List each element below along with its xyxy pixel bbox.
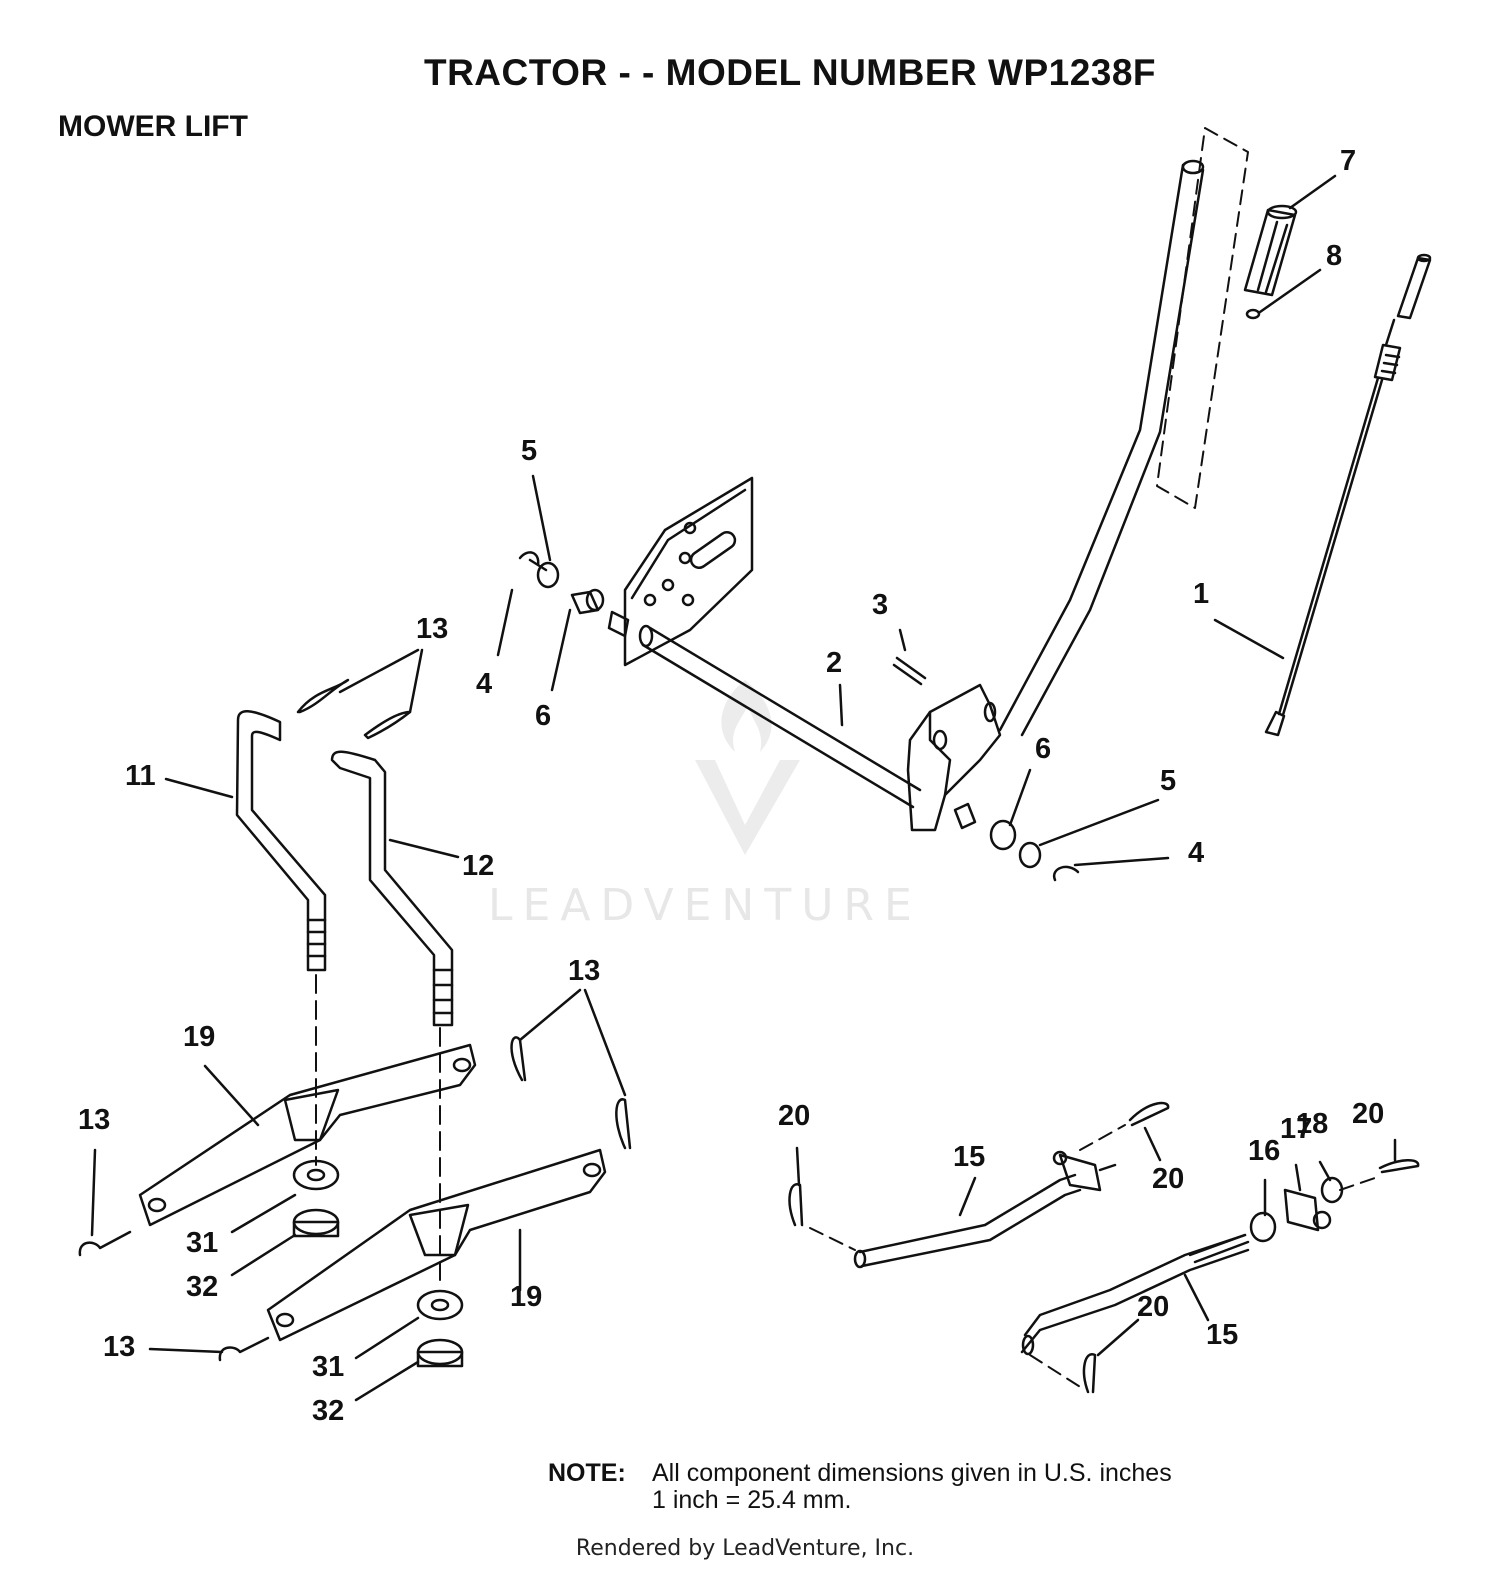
callout-5a: 5 xyxy=(521,435,537,467)
callout-32b: 32 xyxy=(312,1395,344,1427)
note-line-1: All component dimensions given in U.S. i… xyxy=(652,1459,1172,1487)
callout-12: 12 xyxy=(462,850,494,882)
callout-8: 8 xyxy=(1326,240,1342,272)
watermark: LEADVENTURE xyxy=(488,680,922,931)
watermark-text: LEADVENTURE xyxy=(488,880,922,931)
lift-bracket-upper xyxy=(138,1043,477,1227)
nuts-lower xyxy=(416,1289,464,1368)
callout-4b: 4 xyxy=(1188,837,1204,869)
adjust-rod-upper xyxy=(853,1150,1117,1269)
lift-bracket-lower xyxy=(266,1148,607,1342)
callout-11: 11 xyxy=(125,760,156,792)
footer-credit: Rendered by LeadVenture, Inc. xyxy=(575,1536,915,1561)
callout-6b: 6 xyxy=(1035,733,1051,765)
note-line-2: 1 inch = 25.4 mm. xyxy=(652,1486,852,1514)
roll-pin xyxy=(892,656,927,686)
callout-3: 3 xyxy=(872,589,888,621)
callout-20a: 20 xyxy=(778,1100,810,1132)
leader-lines xyxy=(90,174,1397,1402)
callouts: 1 2 3 4 4 5 5 6 6 7 8 11 12 13 13 13 13 … xyxy=(78,145,1384,1427)
callout-18: 18 xyxy=(1296,1108,1328,1140)
section-title: MOWER LIFT xyxy=(58,110,248,143)
lift-handle xyxy=(906,159,1205,832)
callout-17: 17 xyxy=(1280,1113,1312,1145)
callout-5b: 5 xyxy=(1160,765,1176,797)
callout-13b: 13 xyxy=(568,955,600,987)
callout-15b: 15 xyxy=(1206,1319,1238,1351)
mounting-plate xyxy=(623,476,754,667)
diagram-title: TRACTOR - - MODEL NUMBER WP1238F xyxy=(423,52,1157,93)
callout-13d: 13 xyxy=(103,1331,135,1363)
lift-rod xyxy=(1264,253,1432,737)
callout-31b: 31 xyxy=(312,1351,344,1383)
callout-20d: 20 xyxy=(1137,1291,1169,1323)
callout-4a: 4 xyxy=(476,668,492,700)
callout-13a: 13 xyxy=(416,613,448,645)
left-bushings xyxy=(518,551,605,615)
callout-31a: 31 xyxy=(186,1227,218,1259)
watermark-v-icon xyxy=(695,760,800,855)
dimension-note: NOTE: All component dimensions given in U… xyxy=(548,1460,1172,1514)
callout-7: 7 xyxy=(1340,145,1356,177)
callout-19b: 19 xyxy=(510,1281,542,1313)
callout-13c: 13 xyxy=(78,1104,110,1136)
callout-6a: 6 xyxy=(535,700,551,732)
lift-link-12 xyxy=(330,750,454,1027)
callout-2: 2 xyxy=(826,647,842,679)
callout-15a: 15 xyxy=(953,1141,985,1173)
callout-1: 1 xyxy=(1193,578,1209,610)
cross-shaft xyxy=(607,610,922,809)
callout-20c: 20 xyxy=(1352,1098,1384,1130)
callout-20b: 20 xyxy=(1152,1163,1184,1195)
note-label: NOTE: xyxy=(548,1459,626,1487)
callout-32a: 32 xyxy=(186,1271,218,1303)
hairpin-clips xyxy=(78,678,1420,1394)
watermark-flame-icon xyxy=(721,680,772,752)
right-bushings xyxy=(953,802,1080,882)
lift-link-11 xyxy=(235,710,327,972)
callout-16: 16 xyxy=(1248,1135,1280,1167)
adjust-rod-lower xyxy=(1020,1176,1344,1356)
handle-grip xyxy=(1243,204,1298,320)
nuts-upper xyxy=(292,1159,340,1238)
callout-19a: 19 xyxy=(183,1021,215,1053)
